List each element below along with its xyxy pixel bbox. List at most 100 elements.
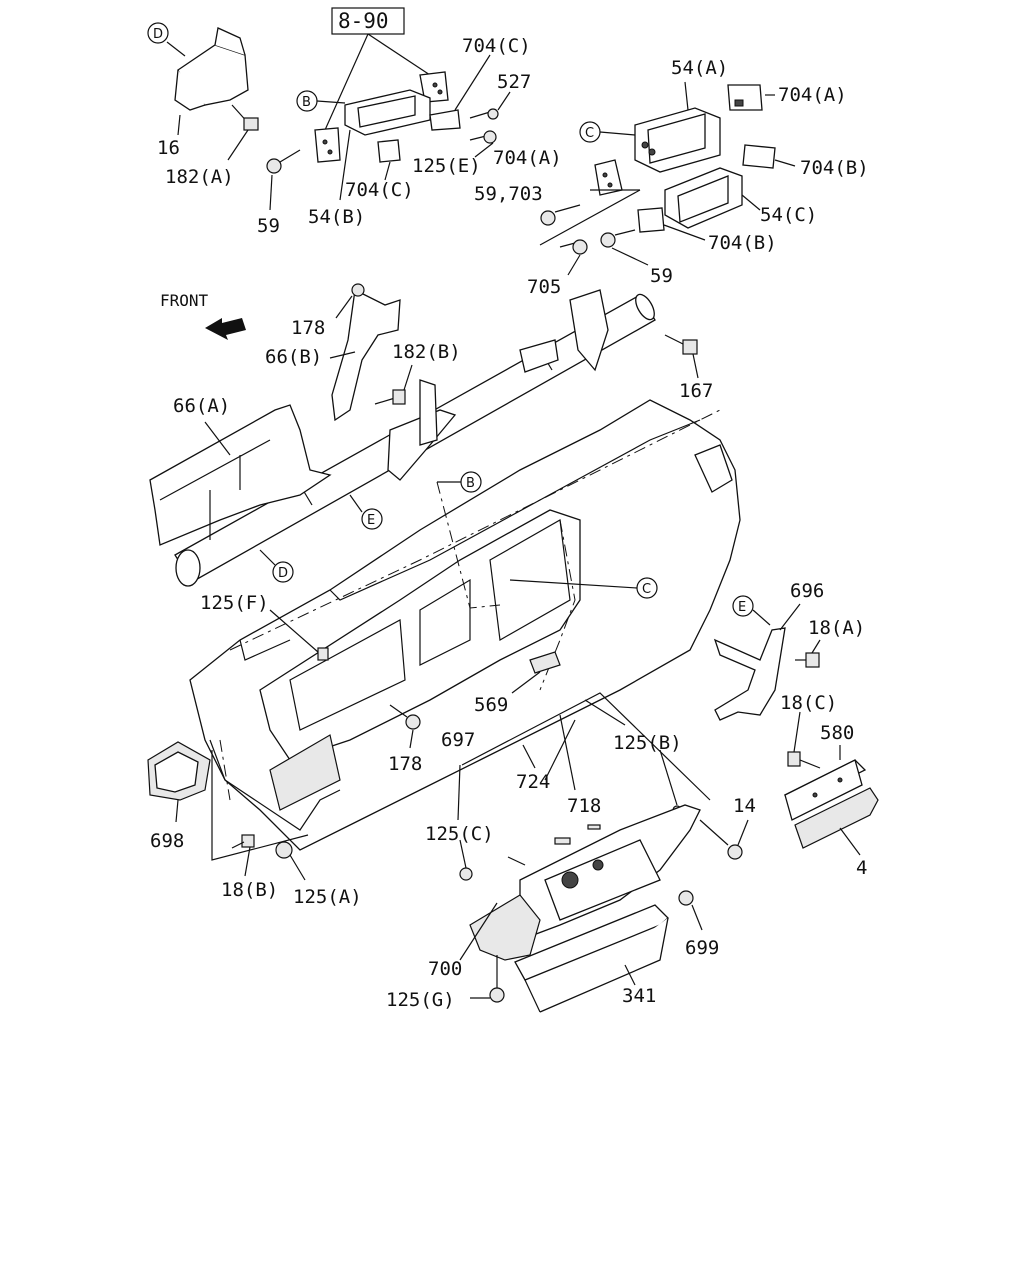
bracket-16 (166, 27, 249, 136)
label-front: FRONT (160, 291, 209, 310)
bracket-704b-right (742, 144, 796, 169)
clip-125f (269, 609, 329, 661)
label-59-right: 59 (650, 265, 673, 287)
label-704a-mid: 704(A) (493, 147, 562, 169)
label-18a: 18(A) (808, 617, 865, 639)
screw-125e (469, 130, 497, 158)
nut-178-top (335, 283, 365, 319)
screw-59-703 (540, 204, 581, 226)
label-696: 696 (790, 580, 824, 602)
box-54a (634, 81, 721, 173)
bolt-182a (227, 104, 259, 161)
front-arrow-icon (205, 318, 246, 340)
label-704c-top: 704(C) (462, 35, 531, 57)
label-16: 16 (157, 137, 180, 159)
bracket-704a-right (727, 84, 775, 111)
label-125e: 125(E) (412, 155, 481, 177)
clip-569 (511, 651, 561, 694)
label-167: 167 (679, 380, 713, 402)
label-569: 569 (474, 694, 508, 716)
panel-700 (459, 894, 541, 961)
center-brackets (387, 289, 609, 481)
label-705: 705 (527, 276, 561, 298)
screw-705 (559, 239, 588, 276)
bolt-18b (231, 834, 255, 877)
label-66a: 66(A) (173, 395, 230, 417)
bracket-696 (713, 603, 801, 721)
label-14: 14 (733, 795, 756, 817)
marker-d-mid: D (259, 549, 294, 583)
screw-527 (469, 91, 511, 120)
panel-580 (783, 745, 867, 821)
bracket-704c-low (314, 127, 341, 163)
clip-125b (659, 749, 682, 815)
label-724: 724 (516, 771, 550, 793)
marker-c-top: C (579, 121, 636, 143)
nut-178-bottom (389, 704, 421, 749)
label-699: 699 (685, 937, 719, 959)
label-125c: 125(C) (425, 823, 494, 845)
screw-125c (459, 839, 473, 881)
label-704a-right: 704(A) (778, 84, 847, 106)
label-341: 341 (622, 985, 656, 1007)
label-182b: 182(B) (392, 341, 461, 363)
label-700: 700 (428, 958, 462, 980)
label-54b: 54(B) (308, 206, 365, 228)
clip-125a (275, 841, 306, 881)
svg-text:E: E (367, 513, 375, 528)
label-59-left: 59 (257, 215, 280, 237)
svg-text:B: B (466, 476, 475, 491)
bolt-167 (664, 334, 699, 379)
svg-text:D: D (153, 27, 163, 42)
svg-text:E: E (738, 600, 746, 615)
label-697: 697 (441, 729, 475, 751)
label-125g: 125(G) (386, 989, 455, 1011)
bolt-182b (374, 364, 413, 405)
marker-d-top: D (147, 22, 169, 44)
bracket-704c-mid (429, 54, 491, 131)
bolt-18c (787, 711, 821, 769)
label-18b: 18(B) (221, 879, 278, 901)
bracket-704b-mid (637, 207, 706, 241)
label-66b: 66(B) (265, 346, 322, 368)
svg-text:B: B (302, 95, 311, 110)
label-527: 527 (497, 71, 531, 93)
bracket-698 (147, 741, 211, 823)
label-698: 698 (150, 830, 184, 852)
label-54c: 54(C) (760, 204, 817, 226)
screw-59-right (600, 229, 649, 266)
label-718: 718 (567, 795, 601, 817)
svg-text:C: C (585, 126, 594, 141)
marker-b-top: B (296, 90, 346, 112)
bumper-699 (678, 890, 703, 931)
bracket-704c-top (419, 71, 449, 103)
svg-text:D: D (278, 566, 288, 581)
box-54b (339, 89, 431, 201)
glove-box-frame-697 (507, 804, 701, 941)
bracket-66a (149, 404, 332, 546)
marker-c-mid: C (509, 577, 658, 599)
clip-725-718 (554, 824, 601, 845)
label-704b-right: 704(B) (800, 157, 869, 179)
marker-e-mid: E (349, 494, 383, 530)
label-580: 580 (820, 722, 854, 744)
bolt-18a (795, 639, 821, 668)
label-182a: 182(A) (165, 166, 234, 188)
cover-4 (794, 787, 879, 856)
label-704b-mid: 704(B) (708, 232, 777, 254)
label-18c: 18(C) (780, 692, 837, 714)
marker-e-right: E (732, 595, 771, 626)
label-59-703: 59,703 (474, 183, 543, 205)
label-704c-bottom: 704(C) (345, 179, 414, 201)
label-178-bottom: 178 (388, 753, 422, 775)
bracket-66b (329, 289, 401, 422)
box-54c (664, 167, 761, 229)
label-178-top: 178 (291, 317, 325, 339)
marker-b-mid: B (437, 471, 482, 493)
door-341 (514, 904, 669, 1013)
label-125a: 125(A) (293, 886, 362, 908)
screw-14 (699, 819, 749, 860)
svg-text:C: C (642, 582, 651, 597)
instrument-panel (189, 399, 741, 851)
